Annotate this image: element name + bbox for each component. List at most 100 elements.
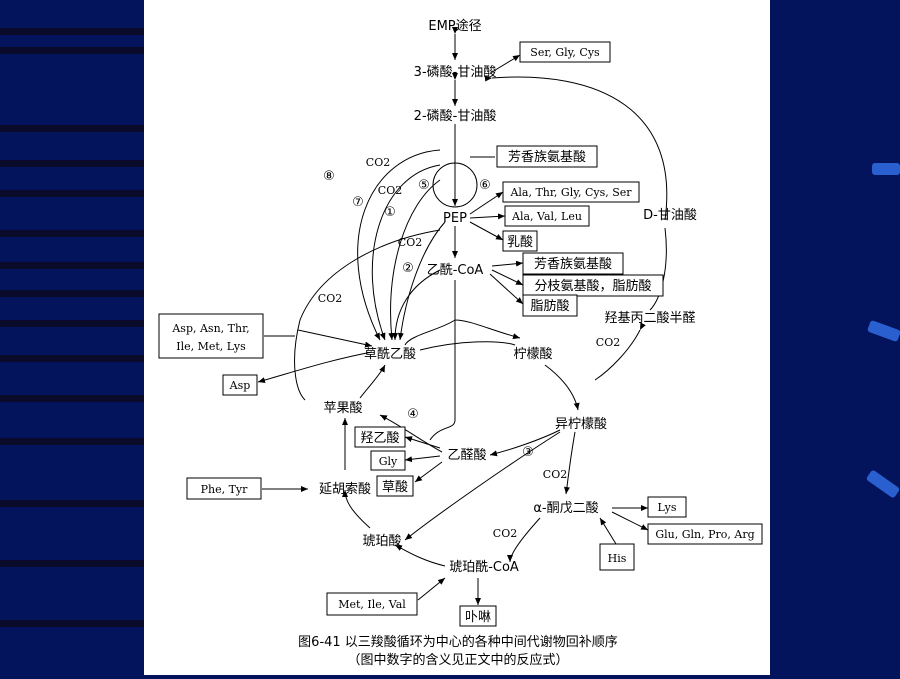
box-lactate-label: 乳酸 — [507, 235, 533, 250]
node-oxaloacetate: 草酰乙酸 — [364, 347, 416, 362]
arrow-akg-glu — [611, 511, 649, 531]
arrow-acoa-branched — [491, 269, 524, 286]
left-stripe — [0, 620, 144, 627]
arrow-glyoxylate-oxalate — [414, 461, 443, 483]
arrow-glyoxylate-malate — [379, 414, 443, 453]
left-stripe — [0, 355, 144, 362]
node-isocitrate: 异柠檬酸 — [555, 417, 607, 432]
arrow-isocitrate-glyoxylate — [489, 429, 561, 457]
co2-label: CO2 — [596, 336, 620, 349]
arrow-pep-ala-val — [469, 213, 506, 220]
left-stripe — [0, 28, 144, 35]
node-emp: EMP途径 — [428, 18, 481, 34]
arrow-aspgroup-oaa — [297, 329, 373, 348]
box-gly — [370, 450, 406, 471]
line-dglycerate-hydroxy — [649, 227, 667, 311]
box-porphyrin — [459, 605, 497, 627]
box-asp-group-line1: Asp, Asn, Thr, — [171, 322, 249, 335]
box-ala-val-leu-label: Ala, Val, Leu — [511, 210, 582, 223]
node-hydroxypyruvate: 羟基丙二酸半醛 — [604, 310, 695, 326]
node-d-glycerate: D-甘油酸 — [643, 208, 697, 223]
left-stripe — [0, 320, 144, 327]
arrow-acoa-aromatic — [491, 260, 524, 267]
box-met-ile-val-label: Met, Ile, Val — [338, 598, 406, 611]
arrow-glyoxylate-gly — [404, 455, 441, 463]
box-aromatic-2-label: 芳香族氨基酸 — [534, 256, 612, 272]
reaction-number-5: ⑤ — [418, 178, 430, 193]
node-acetyl-coa: 乙酰-CoA — [427, 263, 484, 278]
reaction-number-2: ② — [402, 261, 414, 276]
box-oxalate-label: 草酸 — [382, 480, 408, 495]
reaction-number-8: ⑧ — [323, 169, 335, 184]
co2-label: CO2 — [543, 468, 567, 481]
arrow-2 — [397, 221, 446, 341]
reaction-number-3: ③ — [522, 445, 534, 460]
arrow-isocitrate-succinate — [404, 431, 561, 541]
box-lactate — [502, 230, 538, 252]
arrow-succcoa-succ — [394, 544, 446, 567]
box-lys — [647, 496, 687, 518]
right-stripe — [872, 163, 900, 175]
node-akg: α-酮戊二酸 — [533, 501, 598, 516]
box-ser-gly-cys — [519, 41, 611, 63]
box-hydroxyacetate-label: 羟乙酸 — [360, 431, 399, 446]
arrow-pep-ala-group — [469, 191, 504, 215]
arrow-his-akg — [599, 517, 617, 545]
node-citrate: 柠檬酸 — [513, 347, 552, 362]
arrow-pep-lactate — [469, 221, 504, 241]
line-acoa-glyoxylate — [429, 320, 456, 441]
left-stripe — [0, 438, 144, 445]
box-ala-group-label: Ala, Thr, Gly, Cys, Ser — [509, 186, 632, 199]
line-acoa-oxaloacetate — [404, 319, 456, 346]
box-ser-gly-cys-label: Ser, Gly, Cys — [530, 46, 600, 59]
box-phe-tyr-label: Phe, Tyr — [201, 483, 249, 496]
reaction-number-4: ④ — [407, 407, 419, 422]
box-asp-group-line2: Ile, Met, Lys — [176, 340, 246, 353]
reaction-number-6: ⑥ — [479, 178, 491, 193]
left-stripe — [0, 160, 144, 167]
box-asp-group — [158, 313, 264, 359]
arrow-acoa-fatty — [489, 273, 524, 305]
box-fatty — [522, 294, 578, 317]
box-aromatic-2 — [522, 252, 624, 275]
co2-label: CO2 — [493, 527, 517, 540]
node-pep: PEP — [443, 211, 467, 226]
left-stripe — [0, 560, 144, 567]
box-phe-tyr — [186, 477, 262, 500]
box-glu-group — [647, 523, 763, 545]
box-ala-group — [502, 181, 640, 203]
reaction-number-7: ⑦ — [352, 195, 364, 210]
figure-caption-line2: （图中数字的含义见正文中的反应式） — [347, 652, 568, 668]
node-succinate: 琥珀酸 — [362, 534, 401, 549]
right-stripe — [865, 469, 900, 499]
line-oxaloacetate-citrate — [419, 341, 516, 351]
box-aromatic-1 — [496, 145, 598, 168]
box-asp-label: Asp — [229, 379, 251, 392]
co2-label: CO2 — [366, 156, 390, 169]
left-stripe — [0, 290, 144, 297]
box-his-label: His — [608, 552, 627, 565]
line-left-loop — [294, 229, 441, 401]
reaction-number-1: ① — [384, 205, 396, 220]
arrow-acoa-citrate — [454, 280, 521, 340]
arrow-met-succcoa — [417, 577, 446, 601]
left-stripe — [0, 230, 144, 237]
node-malate: 苹果酸 — [323, 401, 362, 416]
right-stripe — [866, 319, 900, 343]
arrow-isocitrate-akg — [564, 431, 576, 495]
box-lys-label: Lys — [658, 501, 677, 514]
figure-paper: EMP途径 3-磷酸-甘油酸 2-磷酸-甘油酸 PEP 乙酰-CoA 草酰乙酸 … — [144, 0, 770, 675]
node-3pga: 3-磷酸-甘油酸 — [414, 65, 497, 80]
box-his — [599, 543, 635, 571]
node-fumarate: 延胡索酸 — [319, 482, 371, 497]
arrow-malate-oxaloacetate — [359, 364, 386, 399]
box-fatty-label: 脂肪酸 — [530, 298, 569, 314]
box-hydroxyacetate — [354, 426, 406, 448]
co2-label: CO2 — [398, 236, 422, 249]
box-gly-label: Gly — [379, 455, 398, 468]
left-stripe — [0, 395, 144, 402]
box-porphyrin-label: 卟啉 — [465, 610, 491, 625]
left-stripe — [0, 500, 144, 507]
arrow-glyoxylate-hydroxyacetate — [404, 436, 441, 449]
box-branched-label: 分枝氨基酸，脂肪酸 — [534, 278, 651, 294]
